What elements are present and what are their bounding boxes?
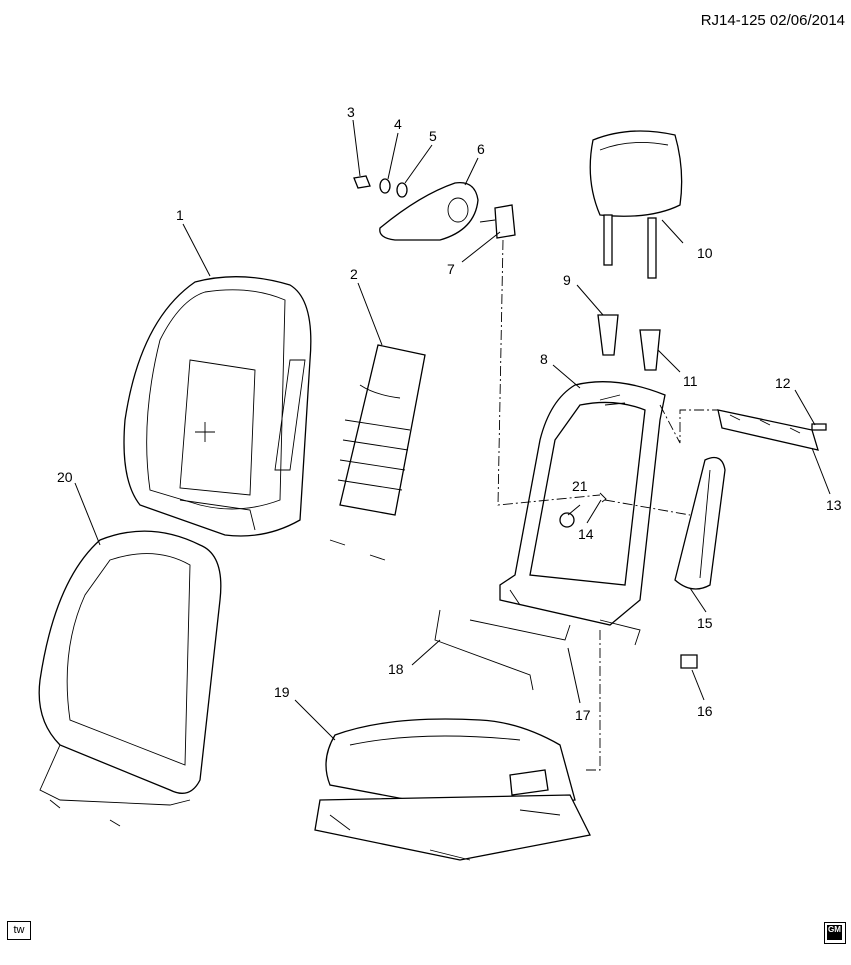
leader-lines [74, 119, 831, 741]
alignment-line-bolster [604, 499, 691, 516]
armrest [379, 181, 479, 241]
seat-back-frame [499, 381, 666, 646]
side-bolster-panel [674, 456, 726, 590]
side-trim-panel [717, 409, 819, 451]
armrest-bracket [479, 204, 516, 239]
callout-10: 10 [697, 245, 713, 261]
seat-back-cushion [123, 276, 312, 537]
callout-18: 18 [388, 661, 404, 677]
seat-back-cover [38, 530, 222, 827]
alignment-line-trim [659, 404, 718, 444]
trim-clip [599, 492, 607, 503]
callout-1: 1 [176, 207, 184, 223]
callout-19: 19 [274, 684, 290, 700]
headrest-guide-right [639, 329, 661, 371]
callout-17: 17 [575, 707, 591, 723]
gm-logo: GM [824, 922, 846, 944]
diagram-reference: RJ14-125 02/06/2014 [700, 12, 845, 29]
callout-7: 7 [447, 261, 455, 277]
gm-logo-mark: GM [827, 925, 842, 940]
headrest-guide-left [597, 314, 619, 356]
callout-12: 12 [775, 375, 791, 391]
callout-11: 11 [683, 373, 698, 389]
callout-20: 20 [57, 469, 73, 485]
armrest-washer [379, 178, 391, 194]
callout-21: 21 [572, 478, 588, 494]
callout-15: 15 [697, 615, 713, 631]
seat-cushion-assembly [314, 718, 591, 861]
pivot-bolt [680, 654, 698, 669]
armrest-bolt [353, 175, 371, 189]
seat-rod-rear [469, 619, 571, 641]
callout-9: 9 [563, 272, 571, 288]
seat-rod-front [434, 609, 534, 691]
callout-13: 13 [826, 497, 842, 513]
callout-16: 16 [697, 703, 713, 719]
callout-labels: 1 2 3 4 5 6 7 8 9 10 11 12 13 14 15 16 1… [57, 104, 842, 723]
tw-badge: tw [7, 921, 31, 940]
headrest [589, 130, 683, 279]
frame-nut [559, 512, 575, 528]
lumbar-support [329, 344, 426, 561]
alignment-line-cushion [583, 630, 601, 771]
callout-14: 14 [578, 526, 594, 542]
armrest-spacer [396, 182, 408, 198]
callout-4: 4 [394, 116, 402, 132]
alignment-line-bracket [497, 239, 601, 506]
callout-6: 6 [477, 141, 485, 157]
callout-8: 8 [540, 351, 548, 367]
callout-2: 2 [350, 266, 358, 282]
callout-5: 5 [429, 128, 437, 144]
callout-3: 3 [347, 104, 355, 120]
trim-fastener [811, 423, 827, 431]
